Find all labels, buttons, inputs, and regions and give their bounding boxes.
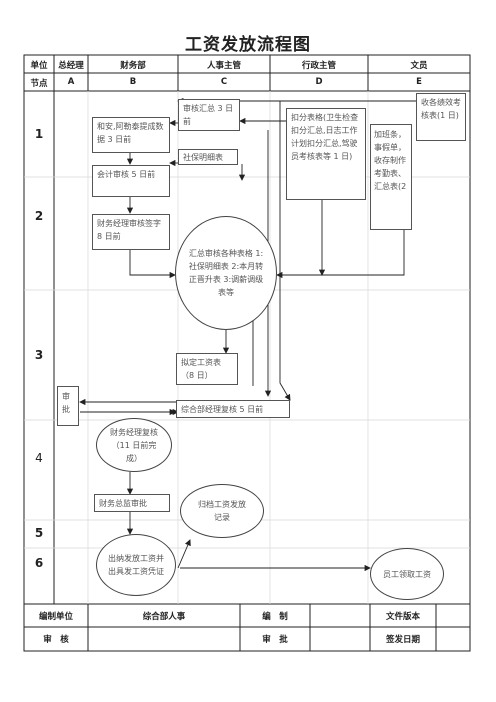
node-e3-employee-receive-pay: 员工领取工资: [370, 548, 444, 600]
header-hr-supervisor: 人事主管: [206, 61, 241, 71]
node-col-b: B: [129, 77, 137, 87]
node-e2-attendance-sheets: 加班条，事假单，收存制作考勤表、汇总表(2: [370, 124, 412, 230]
node-c4-draft-payroll: 拟定工资表（8 日）: [176, 353, 238, 385]
footer-prepared-unit-label: 编制单位: [38, 612, 73, 622]
footer-prepared-by-label: 编 制: [262, 612, 288, 622]
node-col-c: C: [220, 77, 228, 87]
node-b2-accounting-review: 会计审核 5 日前: [92, 165, 170, 197]
footer-prepared-unit-value: 综合部人事: [142, 612, 186, 622]
node-b1-commission-data: 和安,阿勒泰提成数据 3 日前: [92, 117, 170, 153]
row-label-4: 4: [35, 451, 43, 465]
row-label-3: 3: [34, 348, 44, 362]
row-label-2: 2: [34, 209, 44, 223]
row-label-5: 5: [34, 526, 44, 540]
node-c2-social-security-details: 社保明细表: [178, 149, 238, 165]
node-a1-approval: 审批: [57, 386, 79, 426]
node-b6-cashier-payment: 出纳发放工资并出具发工资凭证: [96, 534, 176, 596]
node-e1-performance-forms: 收各绩效考核表(1 日): [416, 93, 466, 141]
node-c6-archive-records: 归档工资发放记录: [180, 484, 264, 538]
node-col-a: A: [67, 77, 75, 87]
header-finance: 财务部: [120, 61, 146, 71]
header-admin-supervisor: 行政主管: [301, 61, 336, 71]
node-c1-review-summary: 审核汇总 3 日前: [178, 99, 240, 131]
footer-approval-label: 审 批: [262, 635, 288, 645]
node-row-label: 节点: [30, 79, 48, 89]
node-b3-finance-manager-review: 财务经理审核签字 8 日前: [92, 214, 170, 250]
node-col-e: E: [416, 77, 422, 87]
header-general-manager: 总经理: [58, 61, 84, 71]
row-label-1: 1: [34, 127, 44, 141]
footer-file-version-label: 文件版本: [385, 612, 420, 622]
footer-review-label: 审 核: [43, 635, 69, 645]
page-title: 工资发放流程图: [185, 35, 311, 55]
node-d1-deduction-forms: 扣分表格(卫生检查扣分汇总,日志工作计划扣分汇总,驾驶员考核表等 1 日): [286, 108, 366, 200]
row-label-6: 6: [34, 556, 44, 570]
header-unit: 单位: [30, 61, 48, 71]
node-c3-summary-review: 汇总审核各种表格 1:社保明细表 2:本月转正晋升表 3:调薪调级表等: [175, 216, 277, 330]
footer-issue-date-label: 签发日期: [385, 635, 420, 645]
node-col-d: D: [315, 77, 323, 87]
node-b4-finance-manager-recheck: 财务经理复核（11 日前完成）: [96, 418, 172, 472]
node-b5-finance-director-approval: 财务总监审批: [94, 494, 170, 512]
header-clerk: 文员: [410, 61, 428, 71]
node-c5-general-manager-recheck: 综合部经理复核 5 日前: [176, 400, 290, 418]
